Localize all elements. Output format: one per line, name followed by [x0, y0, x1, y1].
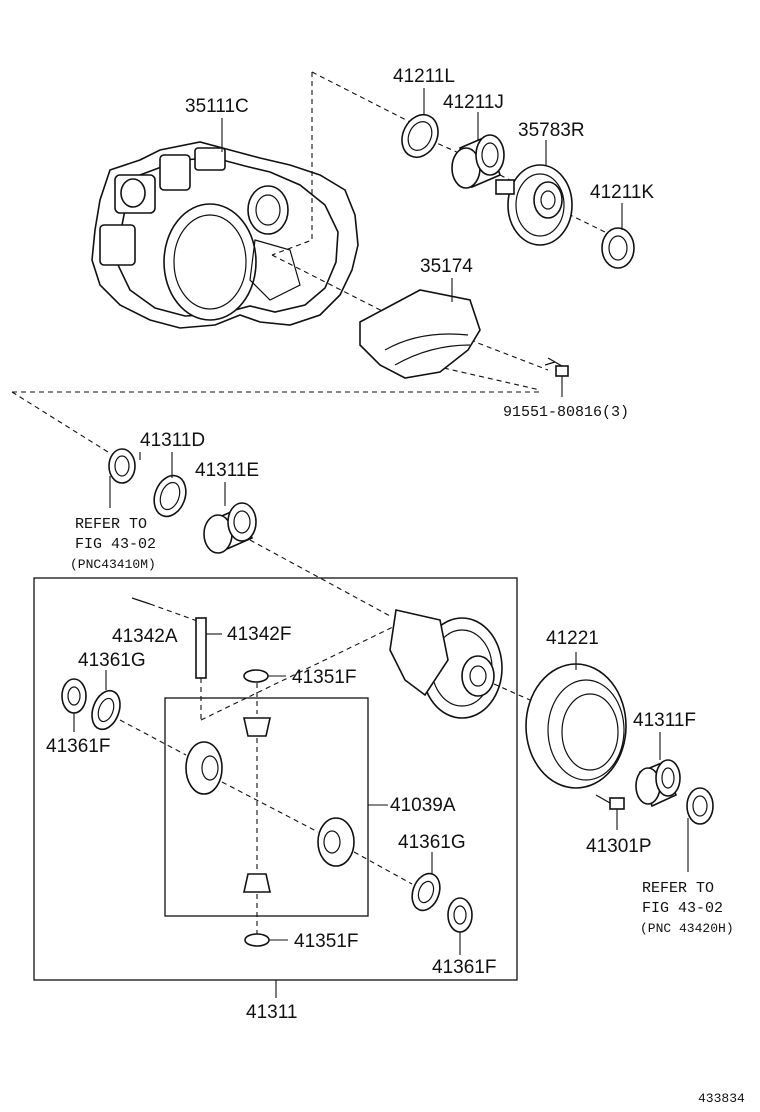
- shaft-41342F: [195, 617, 207, 679]
- label-41311D: 41311D: [140, 430, 205, 451]
- label-41211L: 41211L: [393, 66, 455, 87]
- pinion-gear-bottom: [243, 873, 271, 893]
- seal-right: [686, 787, 714, 825]
- bearing-41311F: [635, 759, 681, 808]
- dash-housing-to-bearings: [271, 72, 313, 256]
- label-41351F-top: 41351F: [292, 667, 356, 688]
- washer-41361G-left: [91, 689, 121, 731]
- figure-id: 433834: [698, 1091, 745, 1106]
- ref-left-line2: FIG 43-02: [75, 536, 156, 553]
- bearing-41311E: [203, 502, 257, 554]
- label-41351F-bottom: 41351F: [294, 931, 358, 952]
- label-41221: 41221: [546, 628, 599, 649]
- ref-left-line1: REFER TO: [75, 516, 147, 533]
- cover-35174: [359, 289, 481, 379]
- label-41361G-left: 41361G: [78, 650, 146, 671]
- label-41211K: 41211K: [590, 182, 654, 203]
- washer-41361F-right: [447, 897, 473, 933]
- washer-41351F-top: [243, 669, 269, 683]
- label-41361G-right: 41361G: [398, 832, 466, 853]
- label-41311E: 41311E: [195, 460, 259, 481]
- label-41342F: 41342F: [227, 624, 291, 645]
- bearing-41211K: [601, 227, 635, 269]
- gear-35783R: [495, 164, 573, 246]
- label-41039A: 41039A: [390, 795, 456, 816]
- pinion-gear-top: [243, 717, 271, 737]
- label-41361F-right: 41361F: [432, 957, 496, 978]
- shim-41311D: [153, 474, 187, 518]
- label-41342A: 41342A: [112, 626, 178, 647]
- label-41311: 41311: [246, 1002, 297, 1023]
- ref-right-line1: REFER TO: [642, 880, 714, 897]
- label-41211J: 41211J: [443, 92, 504, 113]
- bolt-91551: [544, 357, 569, 377]
- ref-right-line2: FIG 43-02: [642, 900, 723, 917]
- bolt-41301P: [595, 794, 625, 810]
- seal-41311D: [108, 448, 136, 484]
- label-41361F-left: 41361F: [46, 736, 110, 757]
- label-35783R: 35783R: [518, 120, 585, 141]
- shim-41211L: [401, 114, 439, 158]
- box-41039A: [164, 697, 369, 917]
- ref-right-line3: (PNC 43420H): [640, 921, 734, 936]
- washer-41361G-right: [411, 872, 441, 912]
- washer-41361F-left: [61, 678, 87, 714]
- differential-case: [389, 609, 503, 719]
- ring-gear-41221: [525, 663, 627, 789]
- label-35111C: 35111C: [185, 96, 249, 117]
- ref-left-line3: (PNC43410M): [70, 557, 156, 572]
- label-35174: 35174: [420, 256, 473, 277]
- bearing-41211J: [451, 134, 505, 189]
- pin-41342A: [131, 597, 151, 605]
- label-91551: 91551-80816(3): [503, 404, 629, 421]
- washer-41351F-bottom: [244, 933, 270, 947]
- transaxle-housing: [91, 141, 359, 329]
- label-41301P: 41301P: [586, 836, 652, 857]
- label-41311F: 41311F: [633, 710, 696, 731]
- side-gear-left: [185, 741, 223, 795]
- side-gear-right: [317, 817, 355, 867]
